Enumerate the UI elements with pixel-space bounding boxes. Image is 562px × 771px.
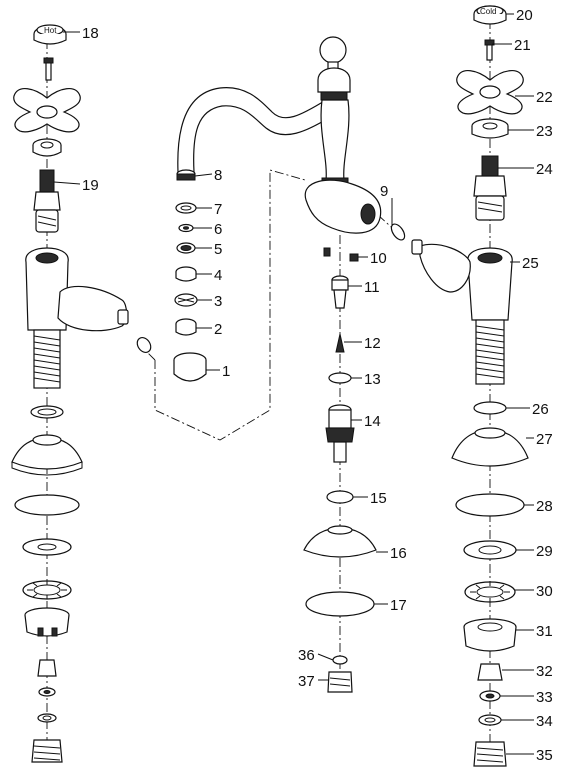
callout-2: 2 xyxy=(214,321,222,338)
callout-7: 7 xyxy=(214,201,222,218)
oring-15 xyxy=(326,490,354,504)
cold-screw xyxy=(484,39,495,61)
hot-gasket xyxy=(14,494,80,516)
oring-13 xyxy=(328,372,352,384)
callout-1: 1 xyxy=(222,363,230,380)
spout-ring-4 xyxy=(175,266,197,282)
cold-valve-body xyxy=(411,239,513,385)
callout-32: 32 xyxy=(536,663,553,680)
diverter-cartridge-14 xyxy=(325,404,355,463)
cold-gasket-28 xyxy=(455,493,525,517)
cold-washer-26 xyxy=(473,401,507,415)
hot-screw xyxy=(43,57,54,81)
callout-5: 5 xyxy=(214,241,222,258)
aerator-housing-1 xyxy=(173,352,207,382)
callout-10: 10 xyxy=(370,250,387,267)
cold-star-washer-30 xyxy=(464,581,516,603)
cold-small-washer-33 xyxy=(479,690,501,702)
spring-12 xyxy=(335,333,345,353)
cold-escutcheon-27 xyxy=(451,427,529,467)
callout-30: 30 xyxy=(536,583,553,600)
callout-27: 27 xyxy=(536,431,553,448)
hot-small-washer-1 xyxy=(38,687,56,697)
spout-screen-5 xyxy=(176,242,196,254)
hot-cone-washer xyxy=(37,659,57,677)
cold-cross-handle xyxy=(456,70,524,115)
callout-20: 20 xyxy=(516,7,533,24)
hot-washer-top xyxy=(30,405,64,419)
callout-8: 8 xyxy=(214,167,222,184)
callout-9: 9 xyxy=(380,183,388,200)
cold-cap-label: Cold xyxy=(480,7,496,16)
callout-21: 21 xyxy=(514,37,531,54)
cold-cap: Cold xyxy=(473,5,507,25)
cold-lock-nut-31 xyxy=(463,618,517,652)
hot-escutcheon xyxy=(11,434,83,476)
callout-36: 36 xyxy=(298,647,315,664)
hot-cap: Hot xyxy=(33,24,67,45)
spout-ring-7 xyxy=(175,202,197,214)
callout-26: 26 xyxy=(532,401,549,418)
center-gasket-17 xyxy=(305,591,375,617)
callout-6: 6 xyxy=(214,221,222,238)
diverter-11 xyxy=(331,275,349,309)
callout-14: 14 xyxy=(364,413,381,430)
callout-28: 28 xyxy=(536,498,553,515)
spout-ring-2 xyxy=(175,318,197,336)
callout-33: 33 xyxy=(536,689,553,706)
body-plug-10 xyxy=(349,253,359,262)
hot-valve-body xyxy=(25,247,152,389)
callout-numbers: 1 2 3 4 5 6 7 8 9 10 11 12 13 14 15 16 1… xyxy=(82,7,553,764)
leader-lines xyxy=(53,13,534,755)
callout-19: 19 xyxy=(82,177,99,194)
callout-29: 29 xyxy=(536,543,553,560)
callout-22: 22 xyxy=(536,89,553,106)
hot-washer-flat xyxy=(22,538,72,556)
cold-valve-cartridge xyxy=(473,155,507,221)
hot-small-washer-2 xyxy=(37,713,57,723)
cold-small-washer-34 xyxy=(478,714,502,726)
callout-3: 3 xyxy=(214,293,222,310)
callout-4: 4 xyxy=(214,267,222,284)
cold-washer-29 xyxy=(463,540,517,560)
callout-13: 13 xyxy=(364,371,381,388)
hot-cross-handle xyxy=(13,88,81,133)
hot-star-washer xyxy=(22,580,72,600)
callout-12: 12 xyxy=(364,335,381,352)
cold-compression-nut-35 xyxy=(473,741,507,767)
callout-23: 23 xyxy=(536,123,553,140)
callout-15: 15 xyxy=(370,490,387,507)
center-escutcheon-16 xyxy=(303,525,377,558)
callout-25: 25 xyxy=(522,255,539,272)
cold-bonnet-ring xyxy=(471,118,509,139)
callout-11: 11 xyxy=(364,279,380,296)
hot-valve-cartridge xyxy=(33,169,61,233)
hot-cap-label: Hot xyxy=(44,26,57,35)
callout-31: 31 xyxy=(536,623,553,640)
callout-37: 37 xyxy=(298,673,315,690)
callout-16: 16 xyxy=(390,545,407,562)
spout xyxy=(176,87,333,181)
hot-bonnet-ring xyxy=(32,138,62,157)
center-body xyxy=(304,36,382,234)
callout-34: 34 xyxy=(536,713,553,730)
nut-37 xyxy=(327,671,353,693)
hot-lock-nut xyxy=(24,607,70,637)
body-oring-9 xyxy=(390,223,406,241)
washer-36 xyxy=(332,655,348,665)
spout-washer-6 xyxy=(178,223,194,233)
grub-screw xyxy=(323,247,331,257)
callout-18: 18 xyxy=(82,25,99,42)
hot-compression-nut xyxy=(31,739,63,763)
aerator-mesh-3 xyxy=(174,293,198,307)
callout-24: 24 xyxy=(536,161,553,178)
cold-cone-washer-32 xyxy=(477,663,503,681)
callout-35: 35 xyxy=(536,747,553,764)
callout-17: 17 xyxy=(390,597,407,614)
